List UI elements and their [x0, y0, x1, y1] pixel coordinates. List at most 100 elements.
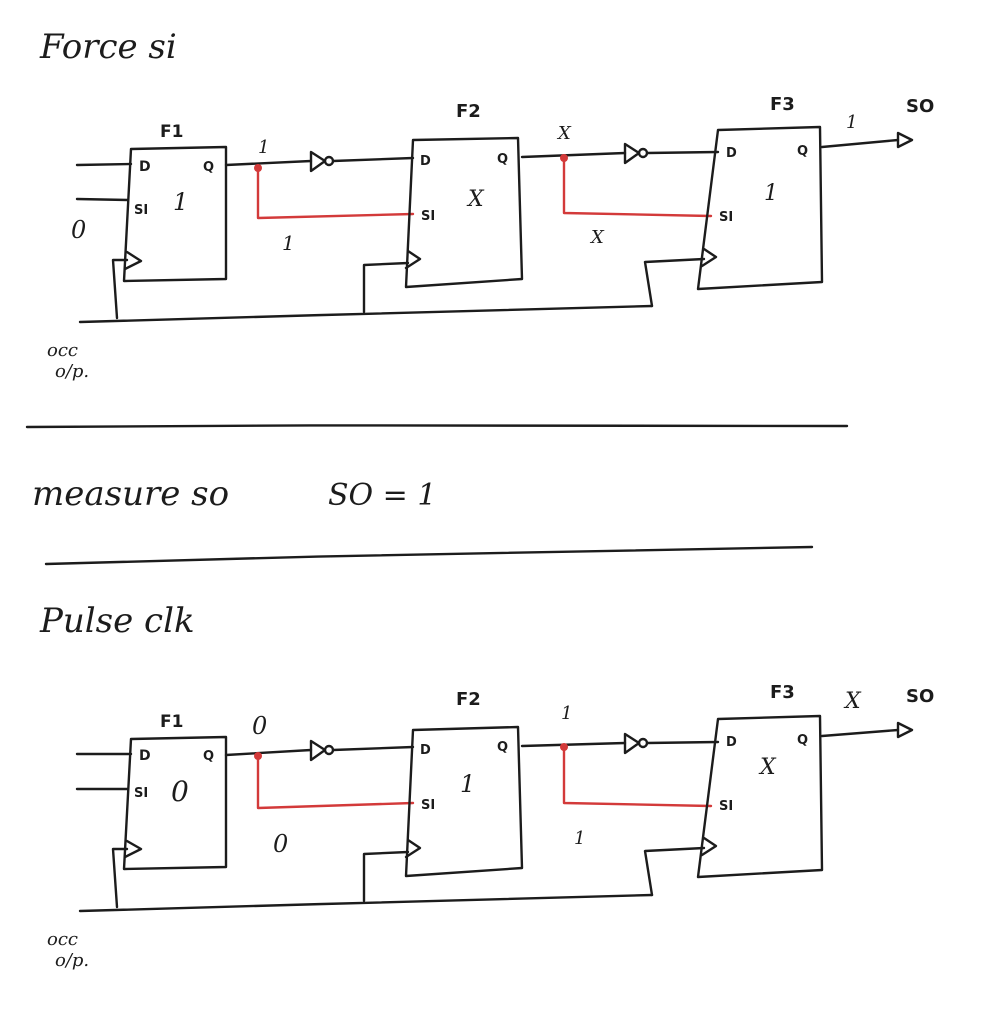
scan-path-2-value: 1	[574, 828, 585, 849]
pin-q-f1: Q	[203, 160, 214, 175]
flipflop-f2	[404, 136, 524, 289]
state-f2: 1	[460, 770, 475, 798]
wire-value-q2: 1	[561, 703, 572, 724]
clock-branch-f3	[643, 257, 706, 308]
pin-si-f1: SI	[134, 786, 148, 801]
scan-path-1	[256, 754, 415, 810]
pin-d-f1: D	[139, 748, 151, 764]
separator-line-2	[44, 545, 814, 566]
heading-pulse-clk: Pulse clk	[39, 601, 195, 641]
so-value: X	[843, 689, 862, 714]
buffer-1	[309, 739, 327, 762]
clock-label: occ	[47, 929, 78, 950]
buffer-2	[623, 142, 641, 165]
separator-line-1	[25, 423, 849, 429]
si-input-value: 0	[71, 216, 86, 244]
wire-to-f2-d	[331, 156, 415, 163]
buffer-1	[309, 150, 327, 173]
so-label: SO	[906, 686, 934, 707]
clock-label-2: o/p.	[55, 361, 89, 382]
label-f3: F3	[770, 94, 795, 115]
wire-to-f2-d	[331, 745, 415, 752]
scan-path-1-value: 1	[282, 231, 295, 255]
clock-branch-f2	[362, 261, 410, 314]
clock-trunk	[78, 304, 654, 324]
pin-si-f2: SI	[421, 798, 435, 813]
clock-marker-f1	[123, 250, 143, 271]
clock-branch-f1	[111, 847, 129, 909]
clock-trunk	[78, 893, 654, 913]
scan-path-2	[562, 156, 713, 218]
scan-path-1-dot	[254, 752, 262, 760]
pin-si-f3: SI	[719, 210, 733, 225]
pin-q-f2: Q	[497, 152, 508, 167]
clock-label-2: o/p.	[55, 950, 89, 971]
pin-si-f1: SI	[134, 203, 148, 218]
pin-d-f3: D	[726, 146, 737, 161]
scan-path-1-value: 0	[273, 830, 288, 858]
flipflop-f1	[122, 735, 228, 871]
flipflop-f2	[404, 725, 524, 878]
wire-q2	[520, 741, 627, 748]
scan-path-2-value: X	[589, 227, 605, 248]
wire-value-q2: X	[556, 123, 572, 144]
wire-to-f3-d	[645, 740, 720, 745]
scan-path-1	[256, 166, 415, 220]
label-f2: F2	[456, 101, 481, 122]
flipflop-f3	[696, 714, 824, 879]
input-wire-d-f1	[75, 162, 133, 167]
state-f3: 1	[764, 181, 778, 206]
clock-marker-f2	[404, 249, 422, 270]
pin-q-f2: Q	[497, 740, 508, 755]
heading-force-si: Force si	[39, 27, 177, 67]
state-f1: 0	[171, 775, 189, 808]
label-f3: F3	[770, 682, 795, 703]
flipflop-f1	[122, 145, 228, 283]
clock-marker-f1	[123, 839, 143, 859]
state-f3: X	[758, 755, 777, 780]
panel-pulse-clk: F1 D Q SI 0 0 0 F2 D Q SI 1 1	[47, 682, 934, 971]
label-f1: F1	[160, 122, 183, 142]
pin-q-f3: Q	[797, 144, 808, 159]
pin-si-f3: SI	[719, 799, 733, 814]
clock-marker-f2	[404, 838, 422, 859]
so-label: SO	[906, 96, 934, 117]
wire-value-q1: 0	[252, 712, 267, 740]
wire-q1	[224, 748, 313, 757]
so-value: 1	[846, 112, 857, 133]
clock-marker-f3	[700, 836, 718, 857]
flipflop-f3	[696, 125, 824, 291]
pin-q-f1: Q	[203, 749, 214, 764]
state-f2: X	[466, 187, 485, 212]
so-output-arrow	[896, 131, 914, 149]
scan-path-2-dot	[560, 154, 568, 162]
scan-path-2	[562, 745, 713, 808]
panel-force-si: F1 D Q SI 1 0 1 1 F2 D Q SI X X	[47, 94, 934, 382]
pin-d-f2: D	[420, 743, 431, 758]
so-output-arrow	[896, 721, 914, 739]
wire-q2	[520, 151, 627, 159]
label-f2: F2	[456, 689, 481, 710]
pin-d-f3: D	[726, 735, 737, 750]
pin-q-f3: Q	[797, 733, 808, 748]
pin-d-f2: D	[420, 154, 431, 169]
wire-to-f3-d	[645, 150, 720, 155]
input-wire-si-f1	[75, 197, 130, 202]
clock-label: occ	[47, 340, 78, 361]
label-f1: F1	[160, 712, 183, 732]
scan-path-2-dot	[560, 743, 568, 751]
so-output-wire	[820, 138, 900, 149]
so-output-wire	[820, 728, 900, 738]
clock-branch-f2	[362, 850, 410, 903]
pin-si-f2: SI	[421, 209, 435, 224]
wire-q1	[224, 159, 313, 167]
state-f1: 1	[173, 188, 188, 216]
pin-d-f1: D	[139, 159, 151, 175]
heading-measure-so: measure so	[32, 474, 229, 514]
scan-path-1-dot	[254, 164, 262, 172]
clock-marker-f3	[700, 247, 718, 268]
clock-branch-f3	[643, 846, 706, 897]
clock-branch-f1	[111, 258, 129, 320]
wire-value-q1: 1	[258, 137, 269, 158]
